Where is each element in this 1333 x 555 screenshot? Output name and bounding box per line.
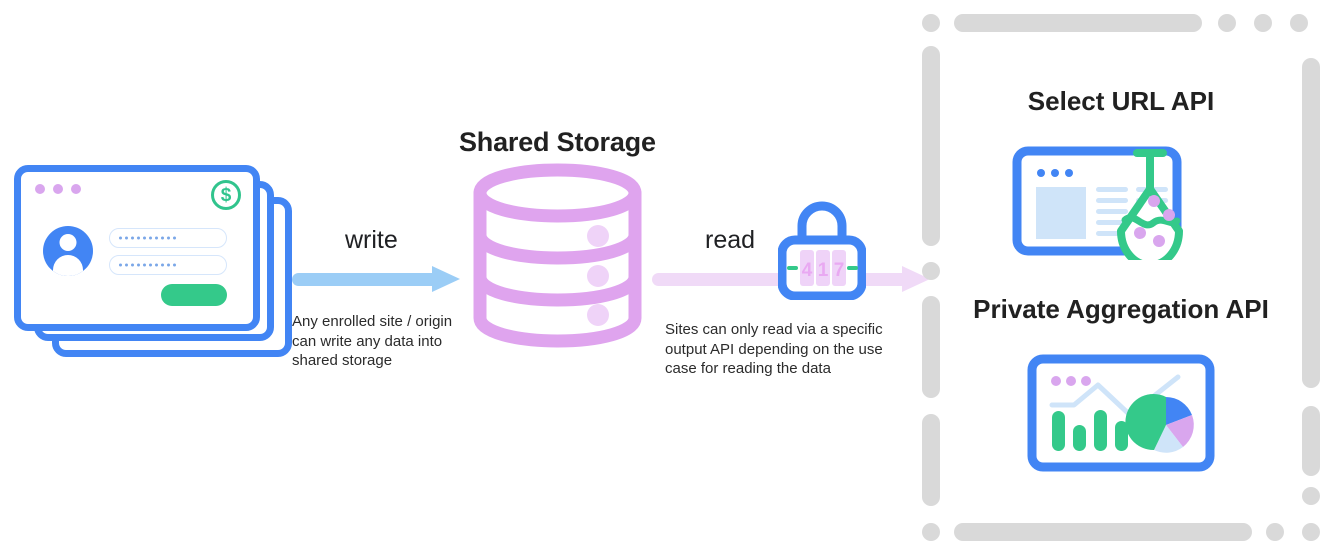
api-title-select-url: Select URL API: [1027, 86, 1215, 116]
api-card-select-url[interactable]: Select URL API: [922, 86, 1320, 260]
database-cylinder-icon: [470, 163, 645, 348]
panel-dash: [1266, 523, 1284, 541]
svg-text:7: 7: [834, 260, 845, 281]
window-dots-icon: [35, 184, 81, 194]
panel-dash: [1302, 406, 1320, 476]
panel-dash: [922, 262, 940, 280]
panel-dash: [1302, 487, 1320, 505]
submit-button[interactable]: [161, 284, 227, 306]
panel-dash: [954, 523, 1252, 541]
panel-dash: [922, 523, 940, 541]
svg-text:1: 1: [818, 260, 829, 281]
output-apis-panel: Select URL API: [922, 14, 1320, 541]
api-card-private-aggregation[interactable]: Private Aggregation API: [922, 294, 1320, 473]
dollar-badge-icon: $: [211, 180, 241, 210]
write-arrow-label: write: [345, 226, 398, 254]
panel-dash: [922, 296, 940, 398]
password-field-2[interactable]: [109, 255, 227, 275]
card-front: $: [14, 165, 260, 331]
panel-dash: [922, 414, 940, 506]
select-url-api-icon: [1011, 145, 1231, 260]
panel-dash: [1254, 14, 1272, 32]
write-description: Any enrolled site / origin can write any…: [292, 313, 453, 369]
api-title-private-aggregation: Private Aggregation API: [973, 294, 1269, 324]
private-aggregation-api-icon: [1026, 353, 1216, 473]
panel-dash: [1290, 14, 1308, 32]
panel-dash: [954, 14, 1202, 32]
panel-dash: [922, 14, 940, 32]
write-arrow-icon: [292, 266, 460, 292]
combination-padlock-icon: 4 1 7: [778, 200, 866, 300]
shared-storage-title: Shared Storage: [459, 127, 656, 157]
read-arrow-label: read: [705, 226, 756, 254]
panel-dash: [1302, 58, 1320, 388]
password-field-1[interactable]: [109, 228, 227, 248]
panel-dash: [1302, 523, 1320, 541]
avatar: [43, 226, 93, 276]
panel-dash: [1218, 14, 1236, 32]
source-site-card-stack: $: [12, 163, 302, 368]
panel-dash: [922, 46, 940, 246]
read-description: Sites can only read via a specific outpu…: [665, 321, 883, 377]
svg-text:4: 4: [802, 260, 813, 281]
